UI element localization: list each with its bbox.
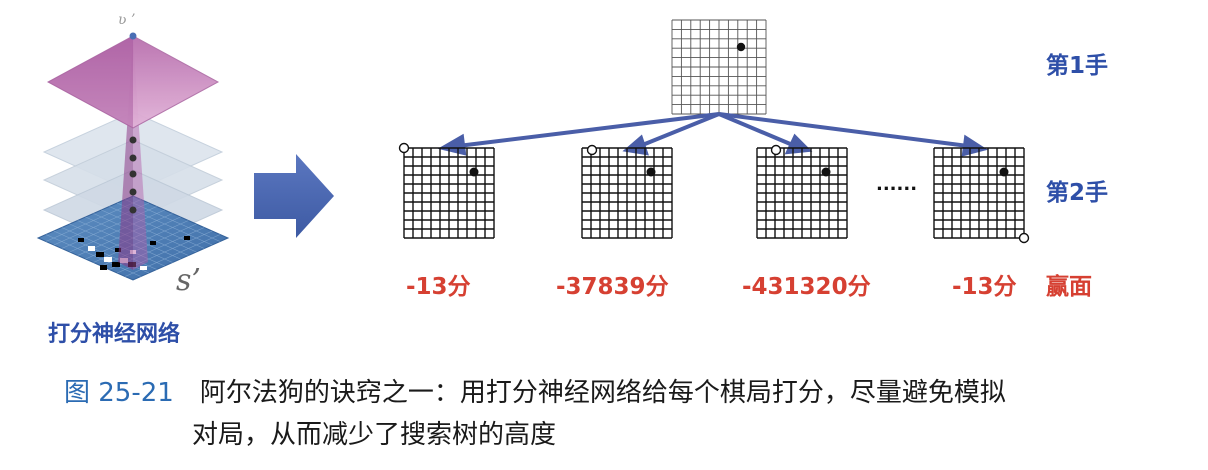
search-tree-diagram: ʋ ’ s’ 打分神经网络	[36, 12, 1108, 347]
score-1: -13分	[406, 274, 471, 300]
layer-grid-line	[45, 234, 142, 277]
child-board-3	[756, 144, 848, 239]
score-2: -37839分	[556, 274, 669, 300]
root-board	[671, 19, 767, 115]
go-board-grid	[933, 147, 1025, 239]
tree-arrows	[437, 112, 988, 157]
figure-caption: 图 25-21 阿尔法狗的诀窍之一：用打分神经网络给每个棋局打分，尽量避免模拟 对…	[64, 372, 1184, 456]
ellipsis: ......	[876, 174, 917, 195]
root-stone	[736, 42, 746, 52]
outcome-label: 赢面	[1046, 273, 1092, 300]
neural-network-illustration: ʋ ’ s’	[36, 12, 230, 298]
go-board-grid	[581, 147, 673, 239]
go-board-grid	[403, 147, 495, 239]
score-4: -13分	[952, 274, 1017, 300]
child-board-4	[933, 147, 1030, 244]
score-3: -431320分	[742, 274, 871, 300]
svg-text:ʋ ’: ʋ ’	[118, 12, 135, 28]
go-board-grid	[671, 19, 767, 115]
scores-row: -13分 -37839分 -431320分 -13分	[406, 274, 1017, 300]
output-layer	[46, 35, 220, 129]
child-board-2	[581, 144, 673, 239]
second-move-label: 第2手	[1046, 179, 1108, 206]
flow-arrow	[254, 154, 334, 238]
go-board-grid	[756, 147, 848, 239]
caption-line-1: 阿尔法狗的诀窍之一：用打分神经网络给每个棋局打分，尽量避免模拟	[199, 378, 1006, 408]
state-label: s’	[176, 263, 201, 298]
caption-line-2: 对局，从而减少了搜索树的高度	[192, 420, 557, 450]
output-node	[129, 32, 137, 40]
network-label: 打分神经网络	[48, 321, 180, 347]
figure-number: 图 25-21	[64, 378, 174, 408]
first-move-label: 第1手	[1046, 52, 1108, 79]
child-board-1	[398, 142, 495, 239]
